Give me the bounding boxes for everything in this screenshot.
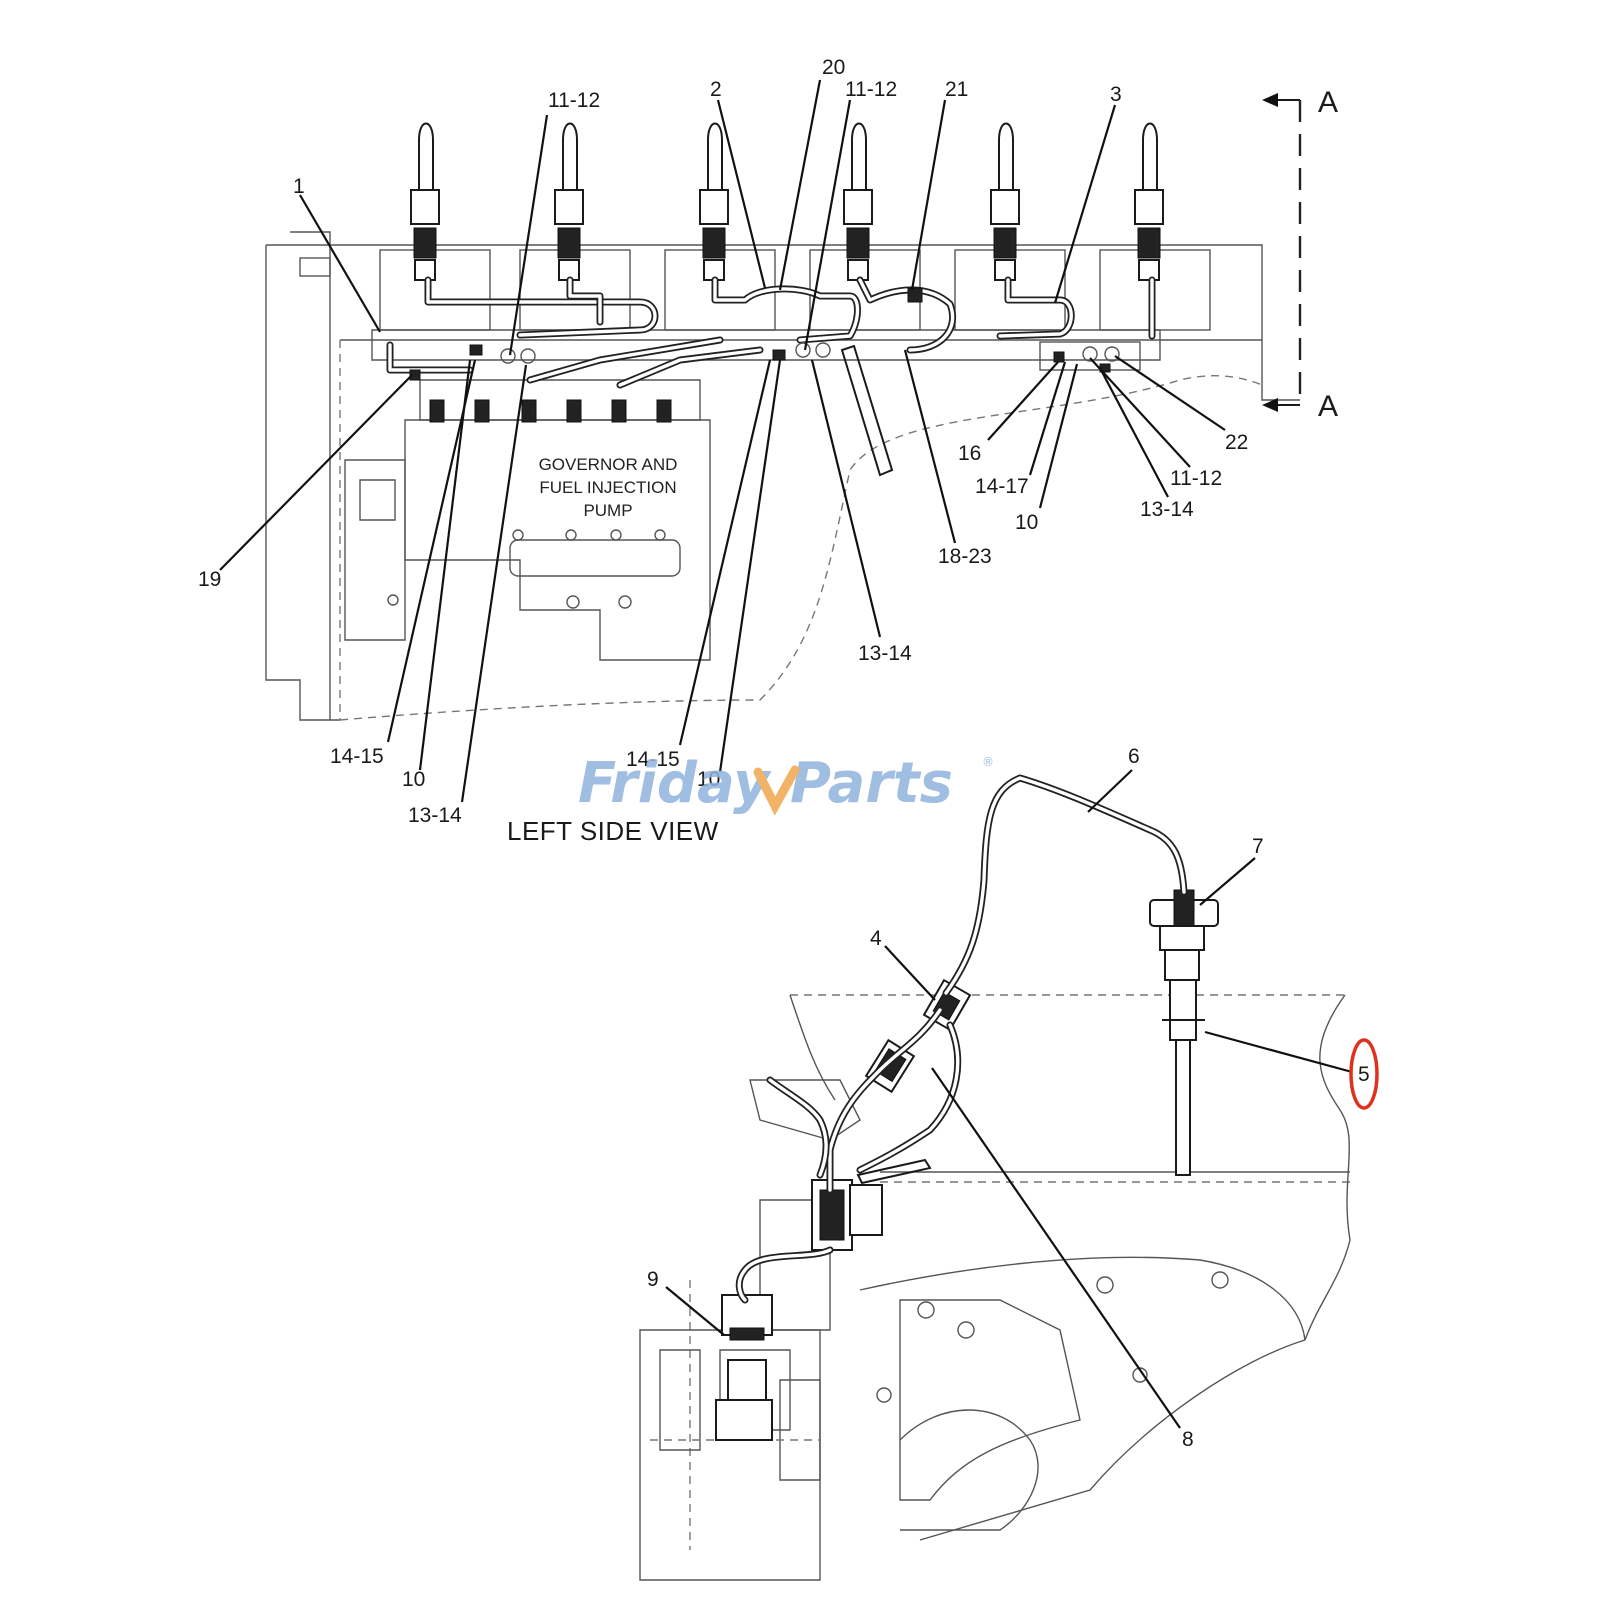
callout-3: 3 <box>1110 83 1122 106</box>
watermark-logo: Friday Parts ® <box>578 751 994 816</box>
callout-7: 7 <box>1252 835 1264 858</box>
injector-4 <box>843 122 873 281</box>
callout-14-17: 14-17 <box>975 475 1029 498</box>
pump-label-line-3: PUMP <box>583 501 632 520</box>
callout-10-a: 10 <box>402 768 425 791</box>
fuel-injectors <box>410 122 1164 281</box>
clamps-top <box>409 287 1120 381</box>
fuel-injection-pump: GOVERNOR AND FUEL INJECTION PUMP <box>344 379 711 661</box>
engine-block-top <box>265 231 1300 721</box>
callouts-top: 1 11-12 2 20 11-12 21 3 19 14-15 10 13-1… <box>198 56 1248 827</box>
injector-7-assembly <box>1149 889 1219 1176</box>
watermark-check-mark <box>753 765 800 816</box>
watermark-registered: ® <box>982 755 994 769</box>
pump-label-line-2: FUEL INJECTION <box>539 478 676 497</box>
section-marker-a: A A <box>1262 86 1338 423</box>
injector-6 <box>1134 122 1164 281</box>
section-label-bottom: A <box>1318 390 1338 423</box>
callout-20: 20 <box>822 56 845 79</box>
callout-9: 9 <box>647 1268 659 1291</box>
callout-13-14-a: 13-14 <box>408 804 462 827</box>
callout-11-12-c: 11-12 <box>1170 467 1222 490</box>
callout-10-b: 10 <box>697 768 720 791</box>
callout-5: 5 <box>1358 1063 1370 1086</box>
section-label-top: A <box>1318 86 1338 119</box>
callout-14-15-b: 14-15 <box>626 748 680 771</box>
leaders-bottom <box>665 769 1353 1429</box>
callout-2: 2 <box>710 78 722 101</box>
injector-1 <box>410 122 440 281</box>
fuel-lines-top <box>386 276 1156 477</box>
watermark-text-right: Parts <box>790 751 953 816</box>
injector-3 <box>699 122 729 281</box>
injector-2 <box>554 122 584 281</box>
callout-11-12-b: 11-12 <box>845 78 897 101</box>
injector-5 <box>990 122 1020 281</box>
watermark-text-left: Friday <box>578 751 772 816</box>
leaders-top <box>219 79 1226 803</box>
view-caption: LEFT SIDE VIEW <box>507 816 719 846</box>
callout-16: 16 <box>958 442 981 465</box>
callout-10-c: 10 <box>1015 511 1038 534</box>
lower-fittings <box>715 978 972 1441</box>
engine-detail-bottom <box>639 774 1351 1581</box>
callout-8: 8 <box>1182 1428 1194 1451</box>
callout-14-15-a: 14-15 <box>330 745 384 768</box>
callout-18-23: 18-23 <box>938 545 992 568</box>
callout-13-14-b: 13-14 <box>858 642 912 665</box>
callout-13-14-c: 13-14 <box>1140 498 1194 521</box>
callout-11-12-a: 11-12 <box>548 89 600 112</box>
delivery-valves <box>429 399 672 423</box>
callout-4: 4 <box>870 927 882 950</box>
callout-21: 21 <box>945 78 968 101</box>
callouts-bottom: 6 7 4 5 9 8 <box>647 745 1370 1451</box>
callout-22: 22 <box>1225 431 1248 454</box>
callout-1: 1 <box>293 175 305 198</box>
highlight-callout-5 <box>1349 1038 1379 1110</box>
callout-19: 19 <box>198 568 221 591</box>
pump-label-line-1: GOVERNOR AND <box>539 455 678 474</box>
callout-6: 6 <box>1128 745 1140 768</box>
